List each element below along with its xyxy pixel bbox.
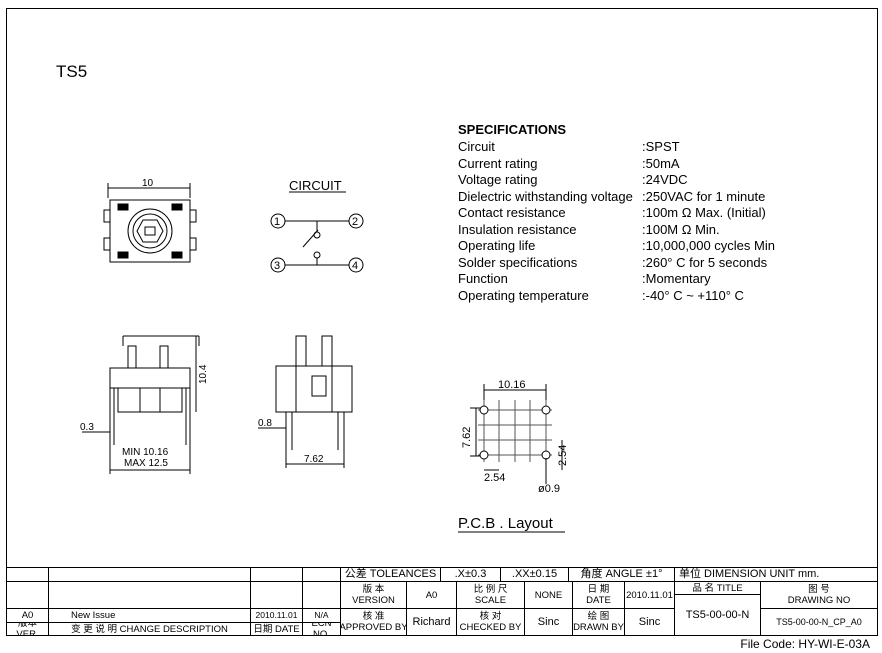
spec-value: :100M Ω Min. — [642, 221, 720, 237]
part-code: TS5 — [56, 62, 88, 81]
spec-value: :24VDC — [642, 172, 688, 187]
title-value: TS5-00-00-N — [674, 594, 760, 636]
dim-side-width: 7.62 — [304, 454, 324, 465]
header-version: 版本 VER. — [6, 622, 48, 636]
date-label: 日 期 DATE — [572, 581, 624, 608]
circuit-pin-3: 3 — [274, 260, 280, 272]
spec-label: Operating life — [458, 238, 536, 253]
pcb-layout: 10.16 7.62 2.54 2.54 ø0.9 P.C.B . Layout — [458, 379, 569, 533]
title-block: 公差 TOLEANCES .X±0.3 .XX±0.15 角度 ANGLE ±1… — [6, 567, 878, 636]
spec-label: Contact resistance — [458, 205, 566, 220]
circuit-pin-1: 1 — [274, 216, 280, 228]
pcb-pitch-h-label: 2.54 — [484, 472, 505, 484]
pcb-layout-title: P.C.B . Layout — [458, 515, 554, 532]
header-ecn: ECN NO. — [302, 622, 340, 636]
pcb-hole-label: ø0.9 — [538, 483, 560, 495]
drawn-value: Sinc — [624, 608, 674, 636]
spec-label: Current rating — [458, 155, 538, 171]
approved-label: 核 准 APPROVED BY — [340, 608, 406, 636]
spec-label: Solder specifications — [458, 254, 578, 270]
drawing-no-label: 图 号 DRAWING NO — [760, 581, 878, 608]
dim-top-width: 10 — [142, 178, 154, 189]
tolerance-angle: 角度 ANGLE ±1° — [568, 567, 674, 581]
approved-value: Richard — [406, 608, 456, 636]
rev-ecn: N/A — [302, 608, 340, 622]
circuit-diagram: CIRCUIT 1 2 3 4 — [270, 178, 364, 273]
checked-label: 核 对 CHECKED BY — [456, 608, 524, 636]
drawing-no-value: TS5-00-00-N_CP_A0 — [760, 608, 878, 636]
rev-date: 2010.11.01 — [250, 608, 302, 622]
version-label: 版 本 VERSION — [340, 581, 406, 608]
spec-label: Operating temperature — [458, 287, 589, 303]
scale-label: 比 例 尺 SCALE — [456, 581, 524, 608]
spec-value: :100m Ω Max. (Initial) — [642, 205, 766, 220]
checked-value: Sinc — [524, 608, 572, 636]
spec-label: Dielectric withstanding voltage — [458, 188, 633, 204]
dim-side-lead: 0.8 — [258, 418, 272, 429]
side-view: 0.8 7.62 — [258, 335, 353, 468]
spec-label: Function — [458, 271, 508, 286]
spec-value: :Momentary — [642, 271, 711, 286]
spec-value: :260° C for 5 seconds — [642, 254, 768, 270]
spec-value: :250VAC for 1 minute — [642, 188, 766, 204]
circuit-pin-4: 4 — [352, 260, 358, 272]
dim-max-length: MAX 12.5 — [124, 458, 168, 469]
header-date: 日期 DATE — [250, 622, 302, 636]
rev-version: A0 — [6, 608, 48, 622]
front-view: 10.4 0.3 MIN 10.16 MAX 12.5 — [80, 335, 209, 474]
circuit-pin-2: 2 — [352, 216, 358, 228]
spec-label: Insulation resistance — [458, 221, 577, 237]
spec-value: :10,000,000 cycles Min — [642, 238, 775, 253]
date-value: 2010.11.01 — [624, 581, 674, 608]
specifications-title: SPECIFICATIONS — [458, 122, 567, 137]
tolerance-x: .X±0.3 — [440, 567, 500, 581]
title-label: 品 名 TITLE — [674, 581, 760, 594]
spec-label: Circuit — [458, 139, 495, 154]
spec-value: :50mA — [642, 155, 680, 171]
tolerances-label: 公差 TOLEANCES — [340, 567, 440, 581]
tolerance-xx: .XX±0.15 — [500, 567, 568, 581]
scale-value: NONE — [524, 581, 572, 608]
spec-label: Voltage rating — [458, 172, 538, 187]
dimension-unit: 单位 DIMENSION UNIT mm. — [674, 567, 878, 581]
pcb-height-label: 7.62 — [461, 427, 473, 448]
spec-value: :-40° C ~ +110° C — [642, 287, 744, 303]
drawn-label: 绘 图 DRAWN BY — [572, 608, 624, 636]
pcb-pitch-v-label: 2.54 — [557, 445, 569, 466]
header-description: 变 更 说 明 CHANGE DESCRIPTION — [48, 622, 250, 636]
dim-height: 10.4 — [198, 364, 209, 384]
pcb-width-label: 10.16 — [498, 379, 526, 391]
top-view: 10 — [103, 178, 197, 263]
dim-lead-thickness: 0.3 — [80, 422, 94, 433]
spec-value: :SPST — [642, 139, 680, 154]
dim-min-length: MIN 10.16 — [122, 447, 169, 458]
rev-description: New Issue — [48, 608, 250, 622]
version-value: A0 — [406, 581, 456, 608]
circuit-title: CIRCUIT — [289, 178, 342, 193]
file-code: File Code: HY-WI-E-03A — [740, 637, 870, 651]
